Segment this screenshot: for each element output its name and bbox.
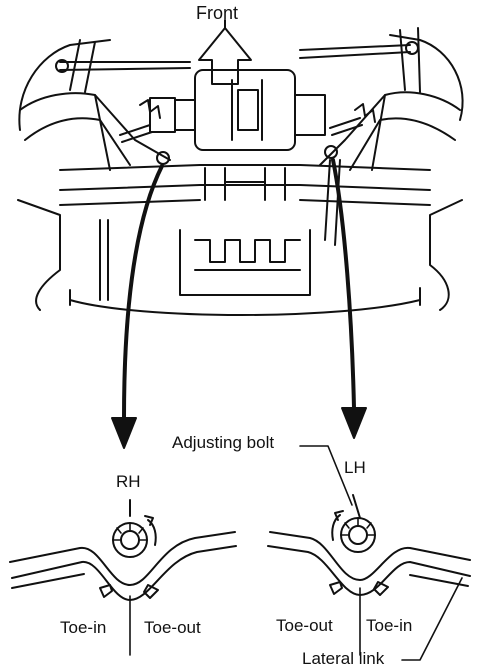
front-label: Front — [196, 3, 239, 23]
lateral-link-label: Lateral link — [302, 649, 385, 668]
adjusting-bolt-leader — [299, 445, 353, 506]
lh-callout-arrow — [331, 158, 367, 439]
lh-label: LH — [344, 458, 366, 477]
rear-suspension-assembly — [17, 27, 464, 316]
lh-toe-out-label: Toe-out — [276, 616, 333, 635]
front-arrow — [198, 19, 252, 85]
lh-toe-in-label: Toe-in — [366, 616, 413, 635]
lh-detail — [267, 494, 471, 656]
rh-label: RH — [116, 472, 141, 491]
rh-callout-arrow — [111, 164, 164, 449]
rh-toe-in-label: Toe-in — [60, 618, 107, 637]
rh-toe-out-label: Toe-out — [144, 618, 201, 637]
lateral-link-leader — [401, 577, 463, 661]
adjusting-bolt-label: Adjusting bolt — [172, 433, 275, 452]
rh-detail — [9, 499, 237, 656]
